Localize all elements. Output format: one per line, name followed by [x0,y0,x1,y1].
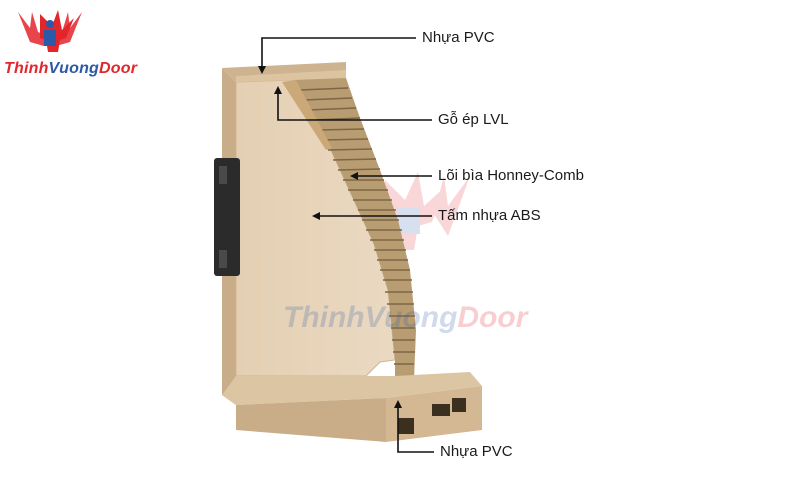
label-honeycomb-core: Lõi bìa Honney-Comb [438,167,584,184]
brand-part-3: Door [99,60,138,77]
leader-lvl [274,86,432,121]
label-pvc-top: Nhựa PVC [422,29,495,46]
hinge-icon [214,158,240,276]
label-abs-panel: Tấm nhựa ABS [438,207,541,224]
lvl-wood-strip [282,80,332,150]
leader-lines [258,37,434,453]
brand-watermark-text: ThinhVuongDoor [283,301,527,335]
bottom-rail-top [222,372,482,405]
leader-pvc-top [258,37,416,74]
door-body [214,62,482,442]
brand-part-1: Thinh [4,60,49,77]
watermark-part-1: Thinh [283,301,365,334]
brand-logo-text: ThinhVuongDoor [4,60,137,78]
label-lvl-wood: Gỗ ép LVL [438,111,509,128]
leader-pvc-bottom [394,400,434,453]
pvc-top-edge [236,70,346,82]
watermark-part-3: Door [457,301,528,334]
phoenix-emblem-icon [18,10,82,52]
brand-part-2: Vuong [48,60,100,77]
bottom-rail-front [236,398,386,442]
watermark-part-2: Vuong [364,301,458,334]
label-pvc-bottom: Nhựa PVC [440,443,513,460]
